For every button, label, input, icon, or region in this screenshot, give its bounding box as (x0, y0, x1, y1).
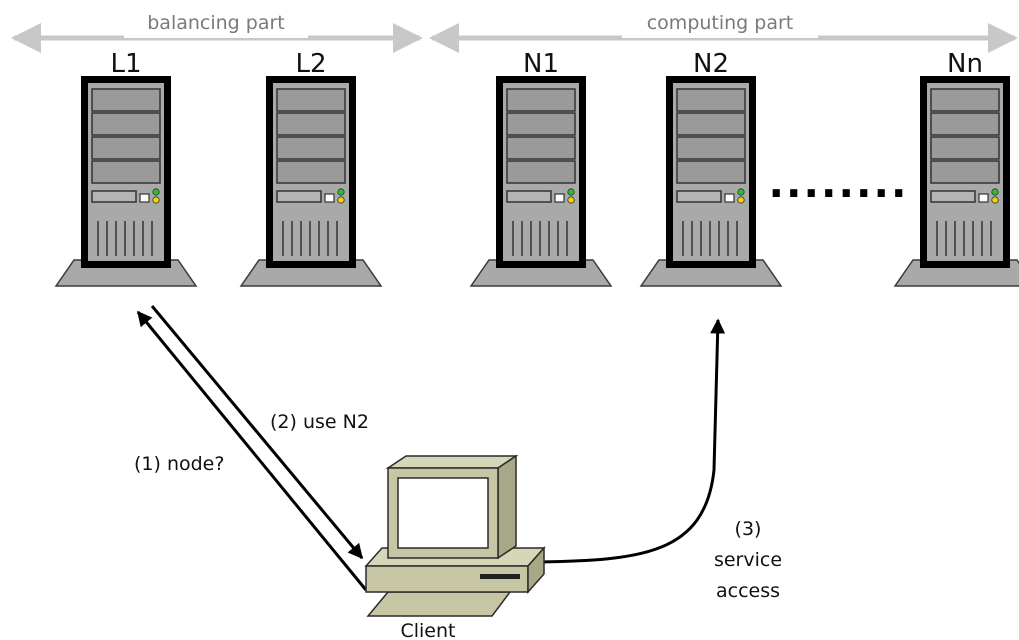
server-label-nn: Nn (947, 49, 983, 79)
server-label-l2: L2 (295, 49, 326, 79)
server-l1 (55, 75, 197, 287)
step3-label-line1: (3) (735, 518, 762, 540)
client-label: Client (400, 620, 455, 640)
balancing-part-label: balancing part (147, 12, 285, 34)
computing-part-label: computing part (647, 12, 794, 34)
server-nn (894, 75, 1019, 287)
response-arrow-use-n2 (150, 305, 364, 560)
server-l2 (240, 75, 382, 287)
server-n2 (640, 75, 782, 287)
step1-label: (1) node? (134, 453, 224, 475)
client-computer (364, 454, 546, 617)
ellipsis: ........ (763, 157, 903, 208)
server-label-l1: L1 (110, 49, 141, 79)
server-label-n1: N1 (523, 49, 559, 79)
request-arrow-node (136, 310, 368, 591)
step3-label-line2: service (714, 549, 782, 571)
step2-label: (2) use N2 (270, 411, 369, 433)
server-label-n2: N2 (693, 49, 729, 79)
step3-label-line3: access (716, 580, 780, 602)
server-n1 (470, 75, 612, 287)
service-access-arrow (539, 318, 726, 564)
